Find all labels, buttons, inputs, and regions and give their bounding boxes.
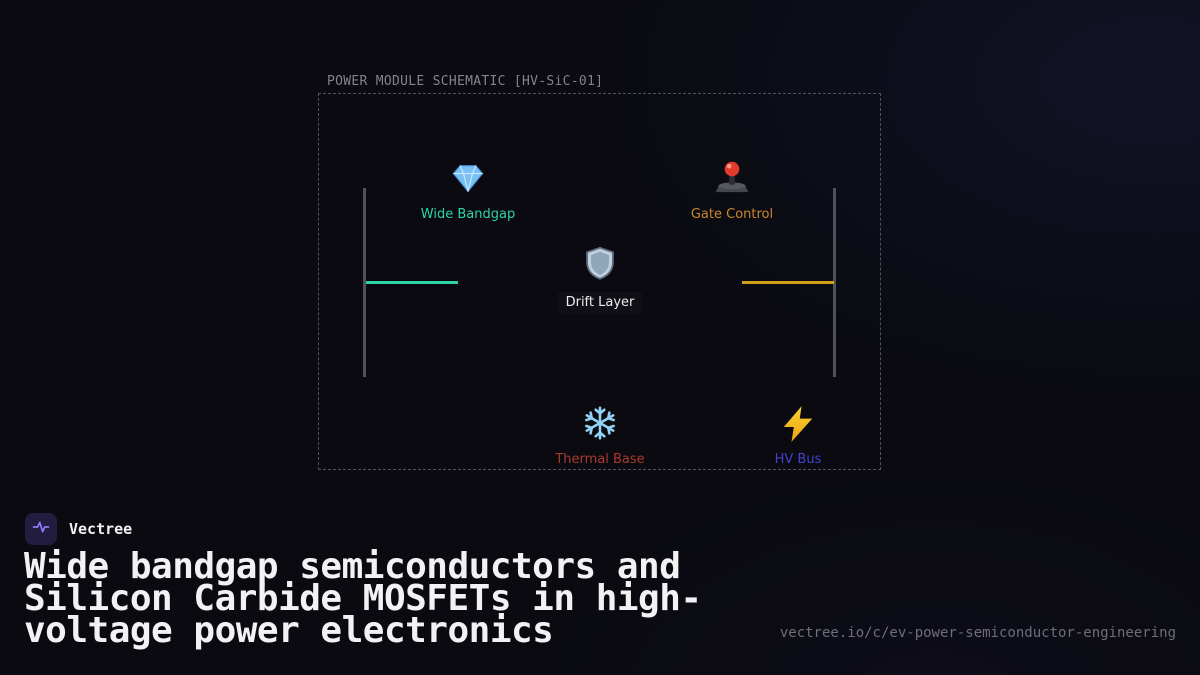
connector-vertical-left	[363, 188, 366, 377]
heading-line: Wide bandgap semiconductors and	[24, 546, 681, 587]
joystick-icon	[652, 160, 812, 200]
waveform-icon	[31, 517, 51, 541]
vectree-logo	[25, 513, 57, 545]
schematic-title: POWER MODULE SCHEMATIC [HV-SiC-01]	[327, 74, 604, 89]
node-gate-control: Gate Control	[652, 160, 812, 223]
node-drift-layer: Drift Layer	[520, 245, 680, 314]
connector-vertical-right	[833, 188, 836, 377]
heading-line: Silicon Carbide MOSFETs in high-	[24, 578, 702, 619]
brand: Vectree	[25, 513, 132, 545]
lightning-icon	[718, 405, 878, 445]
node-label: Drift Layer	[557, 292, 643, 314]
footer-url: vectree.io/c/ev-power-semiconductor-engi…	[779, 625, 1176, 641]
node-label: Thermal Base	[555, 452, 645, 467]
snowflake-icon	[520, 405, 680, 445]
connector-wide-bandgap	[366, 281, 458, 284]
node-thermal-base: Thermal Base	[520, 405, 680, 468]
node-label: Wide Bandgap	[420, 207, 516, 222]
brand-name: Vectree	[69, 520, 133, 538]
node-wide-bandgap: Wide Bandgap	[388, 160, 548, 223]
page-title: Wide bandgap semiconductors and Silicon …	[24, 546, 702, 651]
heading-line: voltage power electronics	[24, 610, 554, 651]
schematic-frame	[318, 93, 881, 470]
node-hv-bus: HV Bus	[718, 405, 878, 468]
node-label: HV Bus	[774, 452, 822, 467]
shield-icon	[520, 245, 680, 285]
connector-gate-control	[742, 281, 834, 284]
gem-icon	[388, 160, 548, 200]
node-label: Gate Control	[690, 207, 774, 222]
